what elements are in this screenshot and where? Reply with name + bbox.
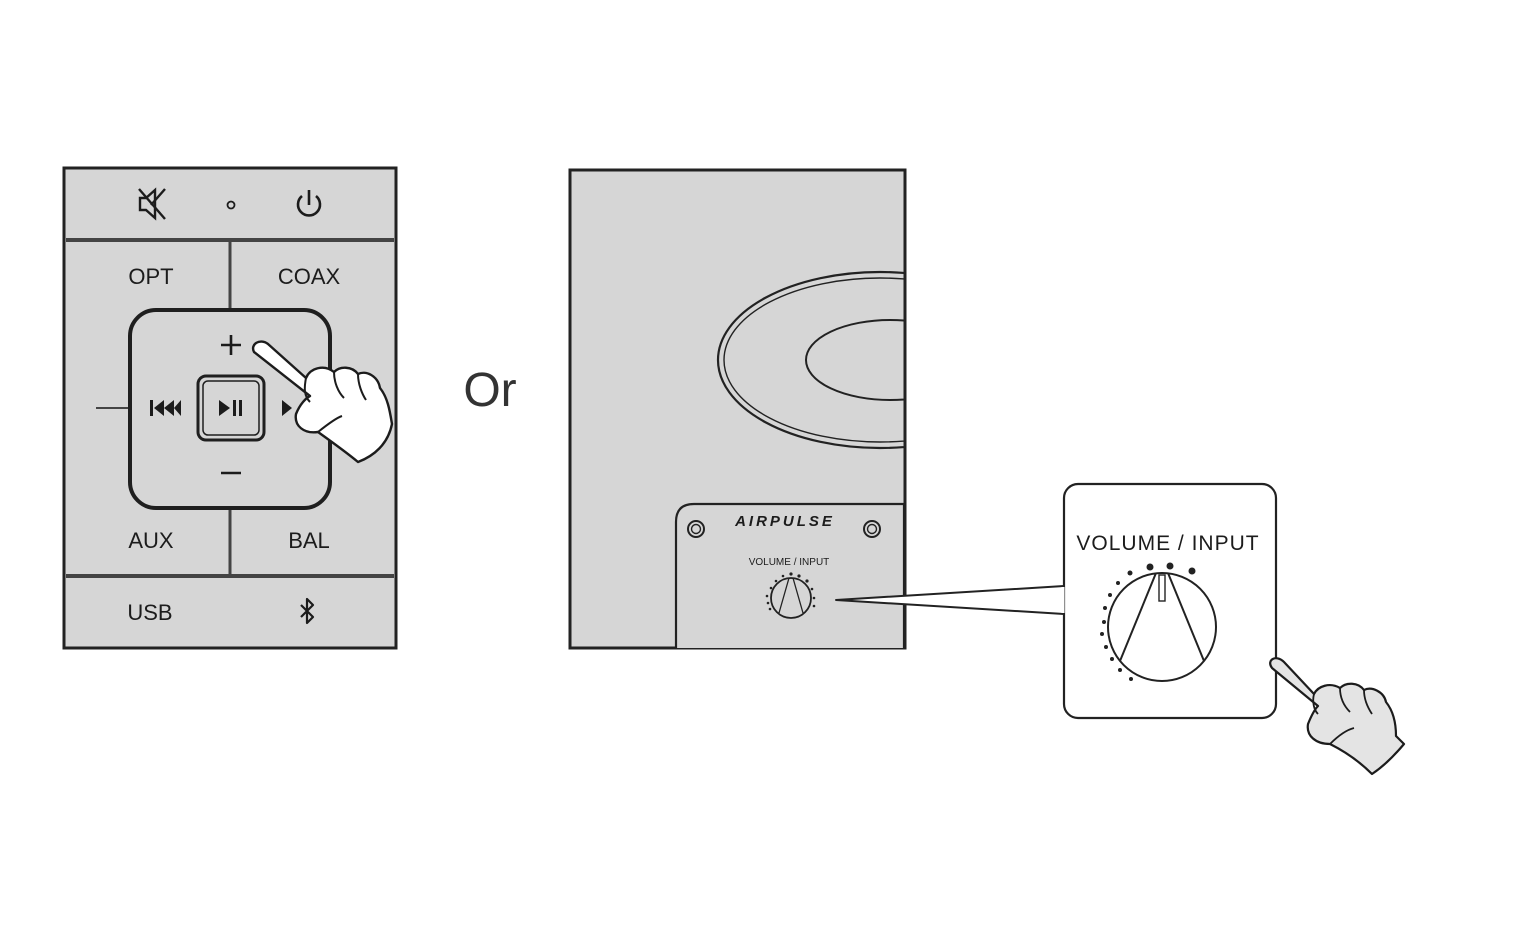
opt-button[interactable]: OPT [128,264,173,289]
pointing-hand-icon [251,340,394,464]
control-plate [674,502,906,648]
or-separator: Or [463,364,516,417]
aux-button[interactable]: AUX [128,528,174,553]
indicator-dot-icon [226,200,236,210]
large-volume-input-knob[interactable] [1100,562,1217,682]
bal-button[interactable]: BAL [288,528,330,553]
plate-screw-left [687,520,705,538]
callout-knob-label: VOLUME / INPUT [1076,532,1259,555]
bluetooth-icon[interactable] [300,597,315,625]
plate-screw-right [863,520,881,538]
turning-hand-icon [1269,657,1406,776]
mute-icon[interactable] [138,187,166,221]
previous-track-icon[interactable] [150,400,181,416]
knob-callout: VOLUME / INPUT [835,482,1278,720]
play-pause-icon [219,400,242,416]
usb-button[interactable]: USB [127,600,172,625]
small-volume-input-knob[interactable] [765,572,816,619]
speaker: AIRPULSE VOLUME / INPUT [568,168,907,650]
remote-control: OPT COAX AUX BAL USB [62,166,398,650]
play-pause-button[interactable] [196,374,266,442]
plate-knob-label: VOLUME / INPUT [749,557,830,568]
next-track-icon[interactable] [282,400,292,416]
woofer [716,270,904,450]
brand-logo: AIRPULSE [734,513,835,530]
power-icon[interactable] [296,190,322,217]
coax-button[interactable]: COAX [278,264,341,289]
volume-up-icon[interactable] [221,335,241,355]
